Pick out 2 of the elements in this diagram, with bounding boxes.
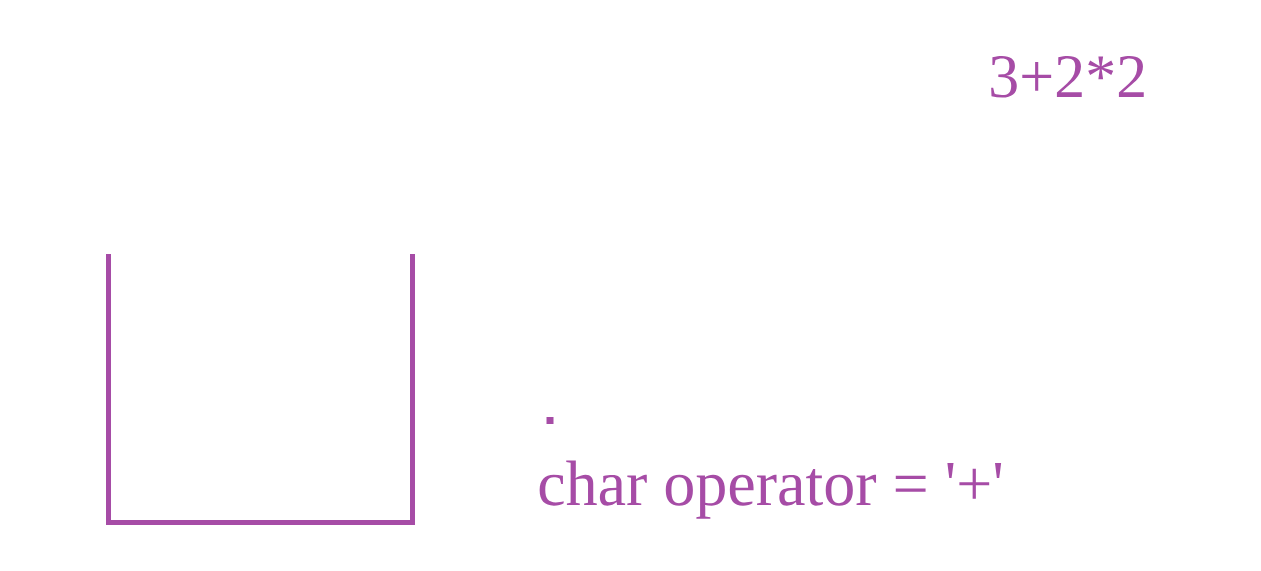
code-text: char operator = '+' <box>539 460 1002 519</box>
expression-text: 3+2*2 <box>991 55 1144 98</box>
